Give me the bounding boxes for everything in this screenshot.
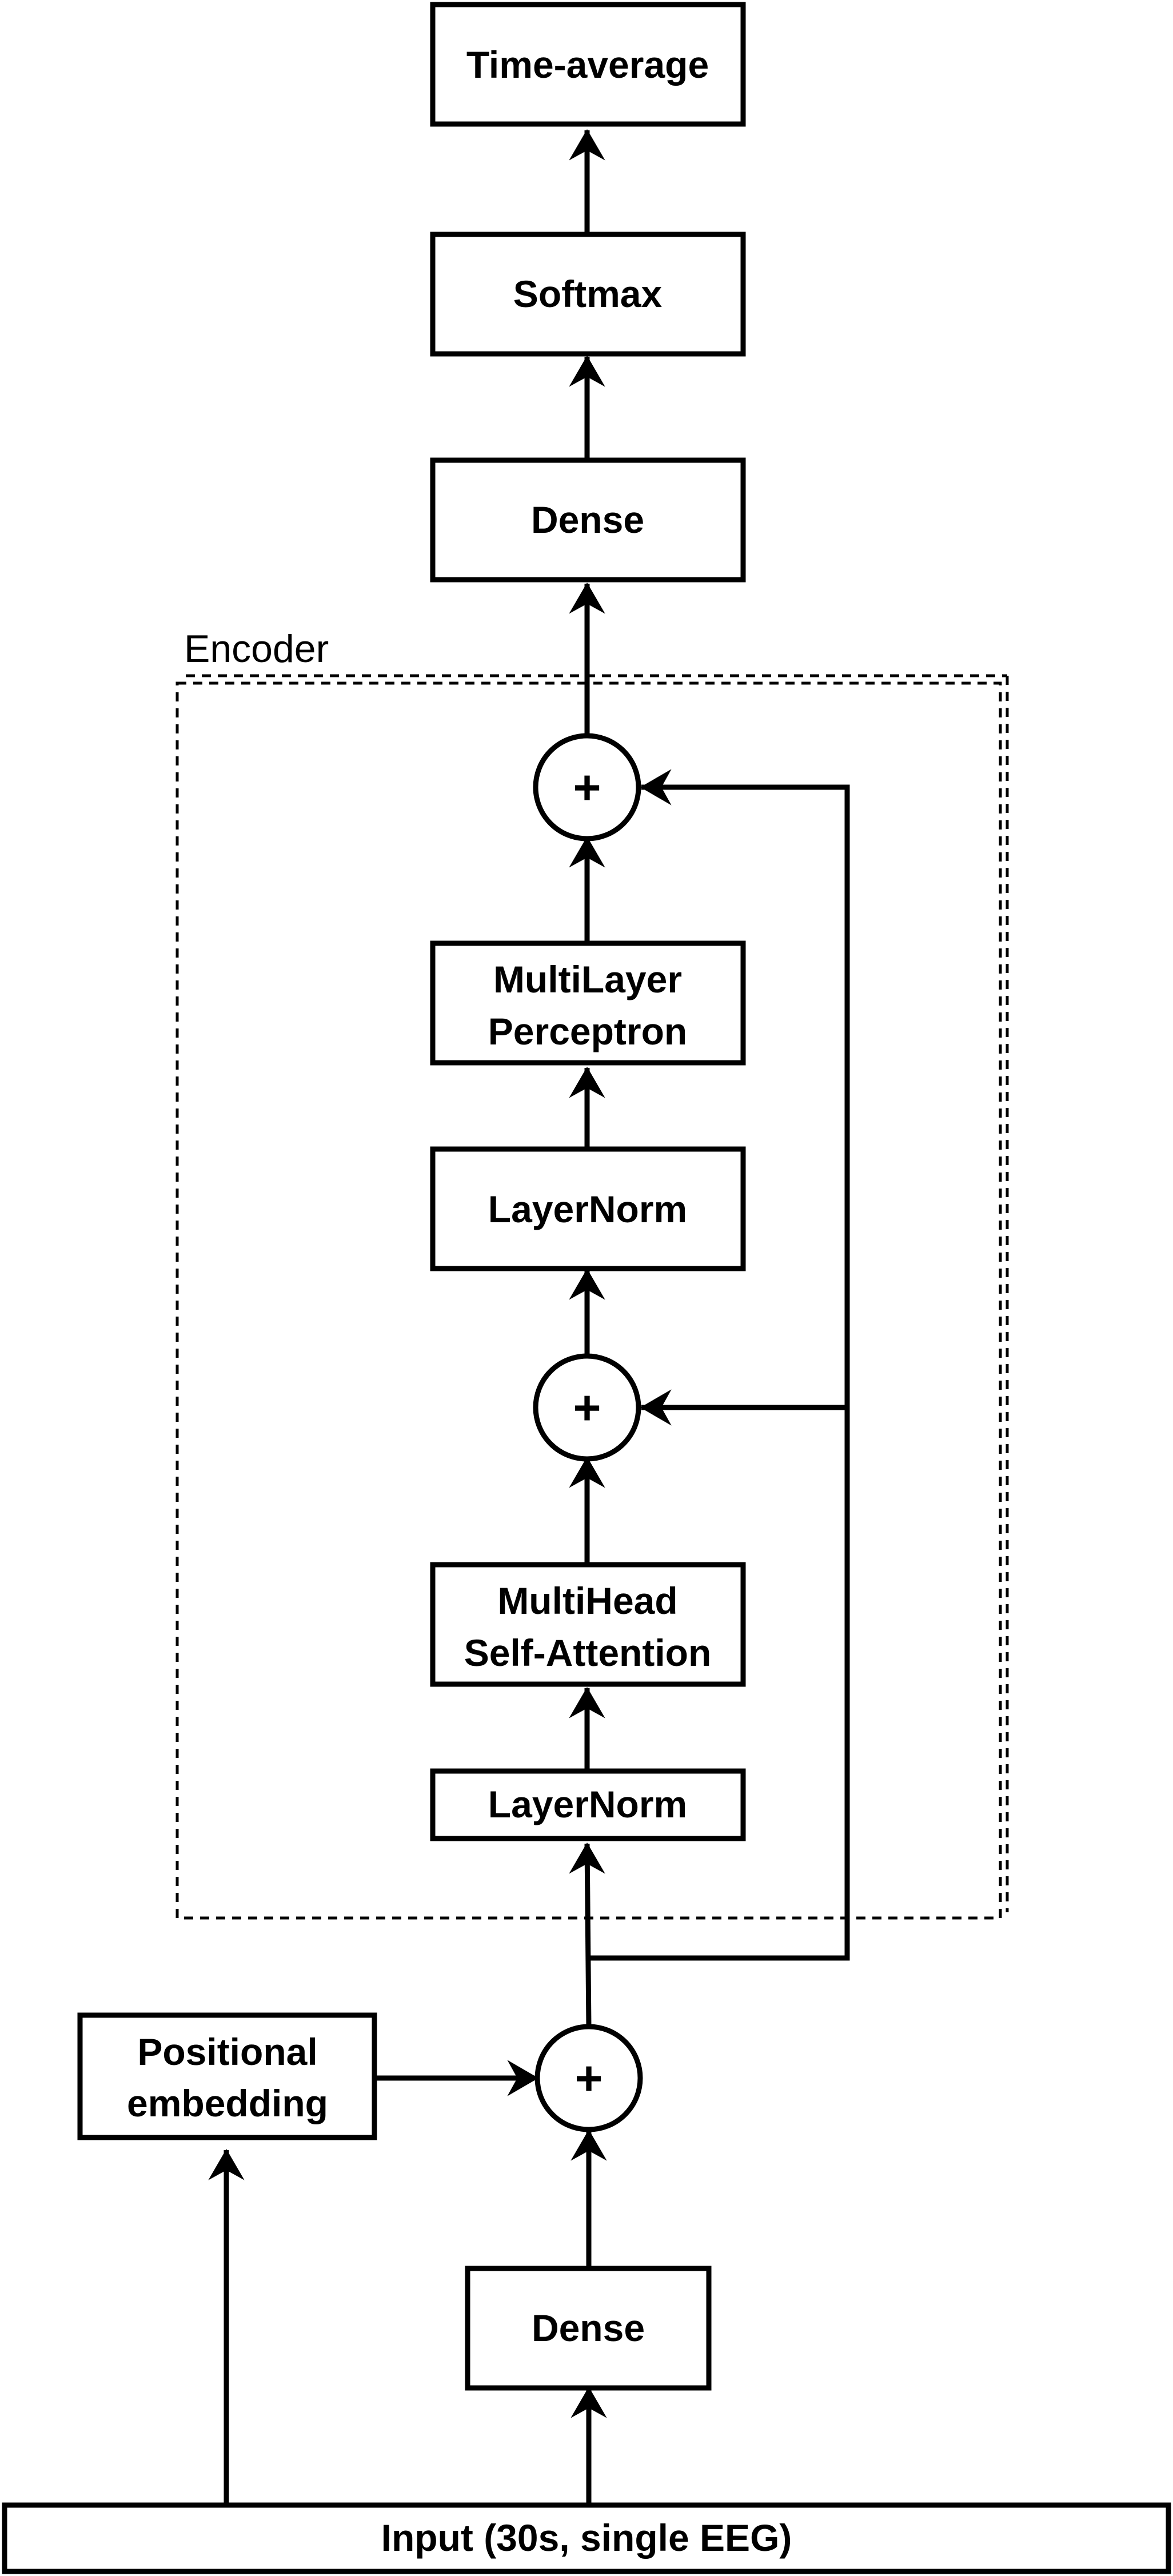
node-multihead-self-attention: MultiHead Self-Attention xyxy=(430,1562,746,1687)
node-layernorm-upper: LayerNorm xyxy=(430,1146,746,1271)
add-node-middle: + xyxy=(533,1353,641,1462)
svg-text:Dense: Dense xyxy=(531,499,644,541)
node-positional-embedding: Positional embedding xyxy=(77,2012,377,2140)
svg-text:embedding: embedding xyxy=(127,2082,328,2124)
add-node-bottom: + xyxy=(534,2024,643,2132)
node-dense-top: Dense xyxy=(430,457,746,583)
connections xyxy=(208,129,850,2505)
node-dense-bottom: Dense xyxy=(465,2266,712,2391)
svg-text:LayerNorm: LayerNorm xyxy=(488,1783,687,1825)
node-softmax: Softmax xyxy=(430,232,746,357)
svg-text:Softmax: Softmax xyxy=(513,273,663,315)
svg-text:MultiLayer: MultiLayer xyxy=(493,958,682,1000)
svg-text:Time-average: Time-average xyxy=(466,43,709,86)
svg-text:+: + xyxy=(573,1381,601,1434)
svg-text:+: + xyxy=(574,2051,603,2105)
node-time-average: Time-average xyxy=(430,2,746,127)
add-node-top: + xyxy=(533,733,641,842)
node-multilayer-perceptron: MultiLayer Perceptron xyxy=(430,940,746,1066)
svg-text:MultiHead: MultiHead xyxy=(497,1580,677,1622)
svg-text:+: + xyxy=(573,760,601,814)
residual-connection xyxy=(589,784,850,1961)
svg-text:Dense: Dense xyxy=(532,2307,645,2349)
node-layernorm-lower: LayerNorm xyxy=(430,1768,746,1841)
svg-text:Input (30s, single EEG): Input (30s, single EEG) xyxy=(381,2517,792,2559)
node-input: Input (30s, single EEG) xyxy=(2,2502,1171,2574)
svg-text:Perceptron: Perceptron xyxy=(488,1010,687,1052)
svg-text:Positional: Positional xyxy=(137,2031,317,2073)
svg-text:Self-Attention: Self-Attention xyxy=(464,1632,712,1674)
svg-text:LayerNorm: LayerNorm xyxy=(488,1188,687,1230)
encoder-label: Encoder xyxy=(184,627,329,671)
arrow-add-bottom-to-layernorm xyxy=(584,1843,592,2027)
